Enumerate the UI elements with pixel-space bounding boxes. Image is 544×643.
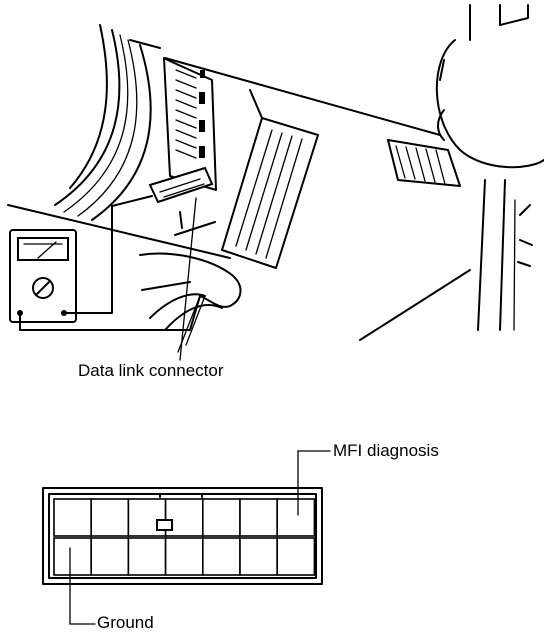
connector-pin-cavity [90, 537, 130, 576]
connector-pin-cavity [53, 498, 93, 537]
connector-inner-frame [48, 493, 317, 579]
data-link-connector-plug [148, 166, 214, 204]
test-leads [19, 195, 206, 346]
connector-outer-frame [42, 487, 323, 585]
vehicle-interior-drawing [7, 4, 544, 361]
technician-hand [139, 211, 242, 353]
mfi-diagnosis-label: MFI diagnosis [333, 441, 439, 460]
pin-grid [53, 498, 316, 576]
accelerator-pedal [221, 89, 319, 269]
connector-pin-cavity [276, 498, 316, 537]
ground-leader-line [69, 547, 96, 625]
steering-column [359, 4, 544, 341]
multimeter [9, 229, 77, 323]
ground-label: Ground [97, 613, 154, 632]
dlc-leader-line [179, 197, 197, 361]
brake-pedal [387, 139, 461, 187]
connector-pin-cavity [202, 498, 241, 537]
connector-key-notch [156, 519, 173, 531]
connector-pin-cavity [239, 498, 279, 537]
connector-pin-cavity [164, 537, 204, 576]
connector-pin-cavity [127, 498, 167, 537]
door-frame [54, 24, 152, 221]
connector-pin-cavity [127, 537, 167, 576]
dash-edge-line [164, 57, 441, 136]
connector-pin-cavity [276, 537, 316, 576]
connector-pin-cavity [53, 537, 93, 576]
dash-edge-stub [129, 39, 161, 49]
junction-box [163, 57, 217, 191]
connector-pinout [42, 450, 331, 625]
connector-pin-cavity [90, 498, 130, 537]
connector-pin-cavity [202, 537, 241, 576]
data-link-connector-label: Data link connector [78, 361, 224, 380]
multimeter-display [17, 237, 69, 261]
mfi-leader-line [297, 450, 331, 516]
floor-line [7, 204, 231, 259]
connector-pin-cavity [239, 537, 279, 576]
